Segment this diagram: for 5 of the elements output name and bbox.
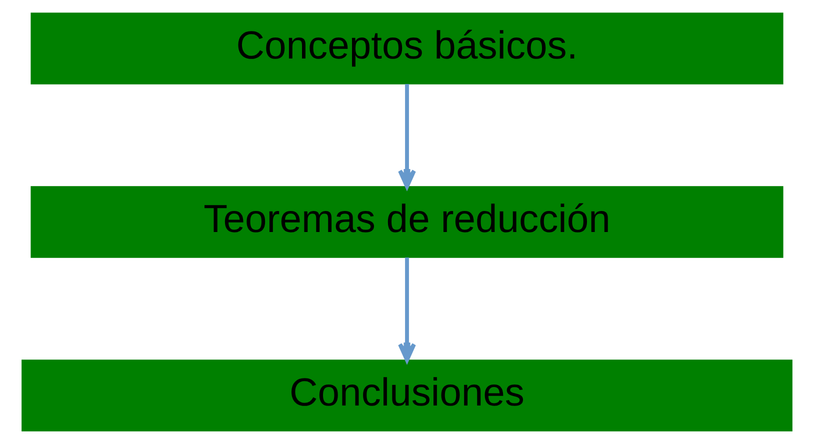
arrow [398,84,416,189]
node-box: Conclusiones [21,360,792,432]
arrow [398,257,416,362]
node-box: Conceptos básicos. [30,12,783,84]
node-box: Teoremas de reducción [30,186,783,258]
